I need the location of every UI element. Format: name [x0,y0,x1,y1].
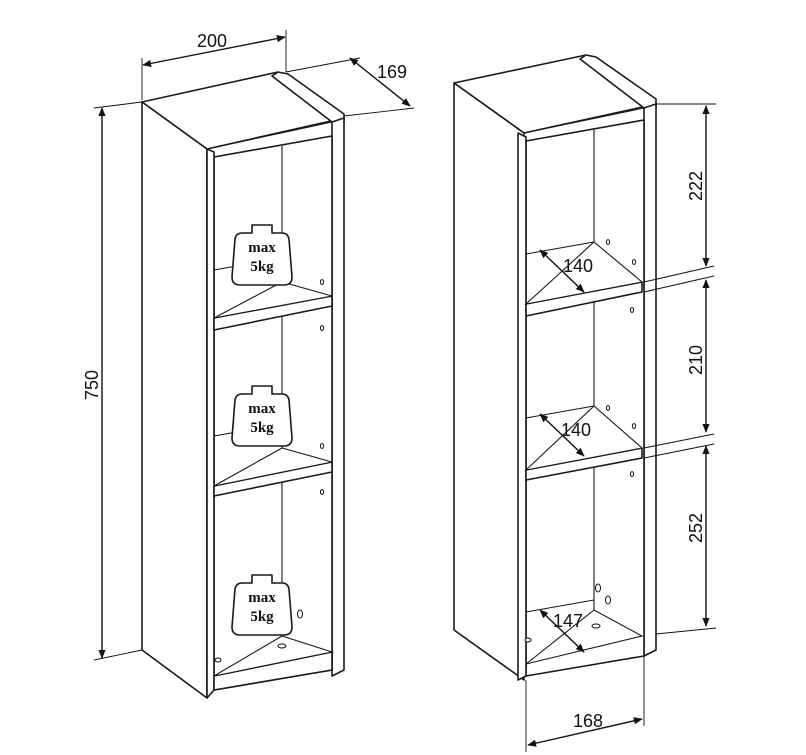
dim-depth: 169 [377,62,407,82]
left-shelf-front-left-strip [206,148,215,699]
dim-bottom-compartment: 252 [686,513,706,543]
dim-height: 750 [82,370,102,400]
right-shelf-right-panel [643,103,657,657]
weight-badge-limit: 5kg [250,259,274,275]
weight-badge-limit: 5kg [250,420,274,436]
dim-middle-compartment: 210 [686,345,706,375]
dim-top-compartment: 222 [686,171,706,201]
weight-icon [231,224,293,286]
dim-shelf-depth-top: 140 [563,256,593,276]
weight-badge-max: max [248,401,276,417]
weight-badge-1: max 5kg [231,224,293,286]
dim-bottom-depth: 147 [553,611,583,631]
weight-icon [231,385,293,447]
weight-badge-max: max [248,240,276,256]
right-shelf-side-panel [453,82,525,681]
weight-badge-2: max 5kg [231,385,293,447]
right-dimensions: 222 210 252 168 140 140 147 [525,103,717,752]
right-shelf [453,54,657,681]
left-shelf-right-panel [331,117,345,677]
left-dimensions: 200 169 750 [82,30,415,661]
weight-badge-limit: 5kg [250,609,274,625]
right-shelf-opening [525,119,645,677]
left-shelf-side-panel [141,101,208,699]
weight-badge-max: max [248,590,276,606]
weight-icon [231,574,293,636]
dim-shelf-depth-middle: 140 [561,420,591,440]
weight-badge-3: max 5kg [231,574,293,636]
dim-inner-width: 168 [573,711,603,731]
dim-width: 200 [197,31,227,51]
